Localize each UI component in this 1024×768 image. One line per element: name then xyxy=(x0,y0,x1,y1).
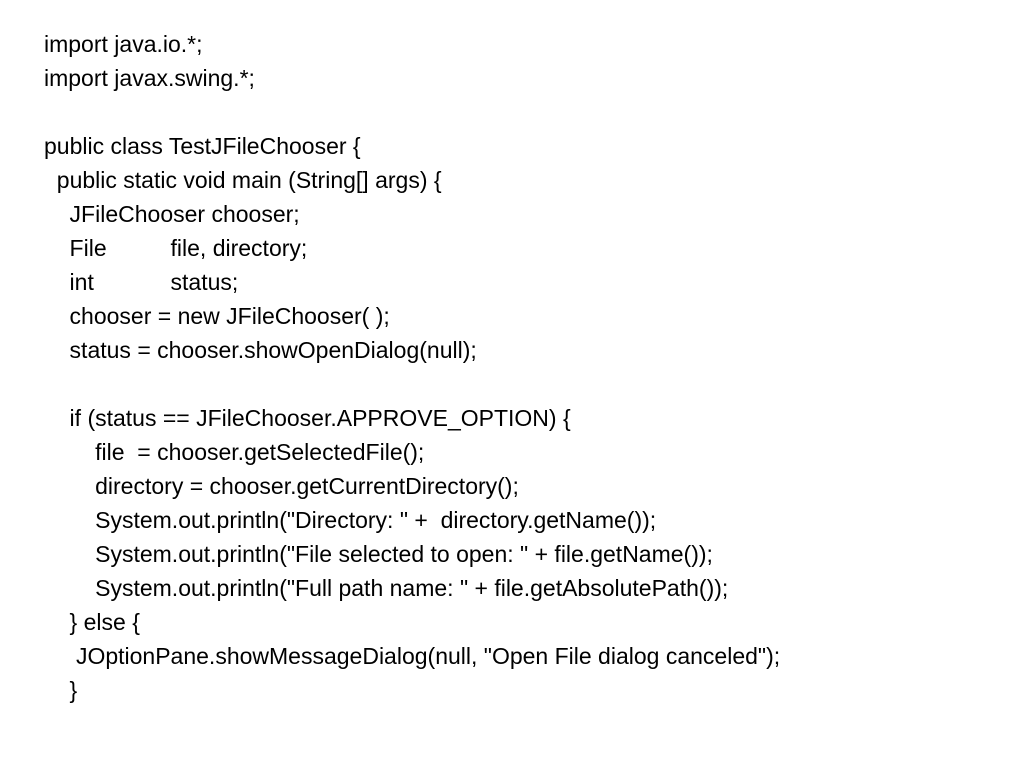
code-line-9: chooser = new JFileChooser( ); xyxy=(44,303,390,329)
code-line-2: import javax.swing.*; xyxy=(44,65,255,91)
code-line-10: status = chooser.showOpenDialog(null); xyxy=(44,337,477,363)
code-line-14: directory = chooser.getCurrentDirectory(… xyxy=(44,473,519,499)
code-line-7: File file, directory; xyxy=(44,235,308,261)
code-line-6: JFileChooser chooser; xyxy=(44,201,300,227)
code-line-19: JOptionPane.showMessageDialog(null, "Ope… xyxy=(44,643,781,669)
code-line-13: file = chooser.getSelectedFile(); xyxy=(44,439,425,465)
code-line-16: System.out.println("File selected to ope… xyxy=(44,541,713,567)
code-line-8: int status; xyxy=(44,269,239,295)
code-line-4: public class TestJFileChooser { xyxy=(44,133,361,159)
code-line-1: import java.io.*; xyxy=(44,31,203,57)
code-line-17: System.out.println("Full path name: " + … xyxy=(44,575,729,601)
code-line-12: if (status == JFileChooser.APPROVE_OPTIO… xyxy=(44,405,571,431)
code-line-15: System.out.println("Directory: " + direc… xyxy=(44,507,657,533)
code-line-18: } else { xyxy=(44,609,140,635)
code-line-5: public static void main (String[] args) … xyxy=(44,167,442,193)
code-line-20: } xyxy=(44,677,78,703)
